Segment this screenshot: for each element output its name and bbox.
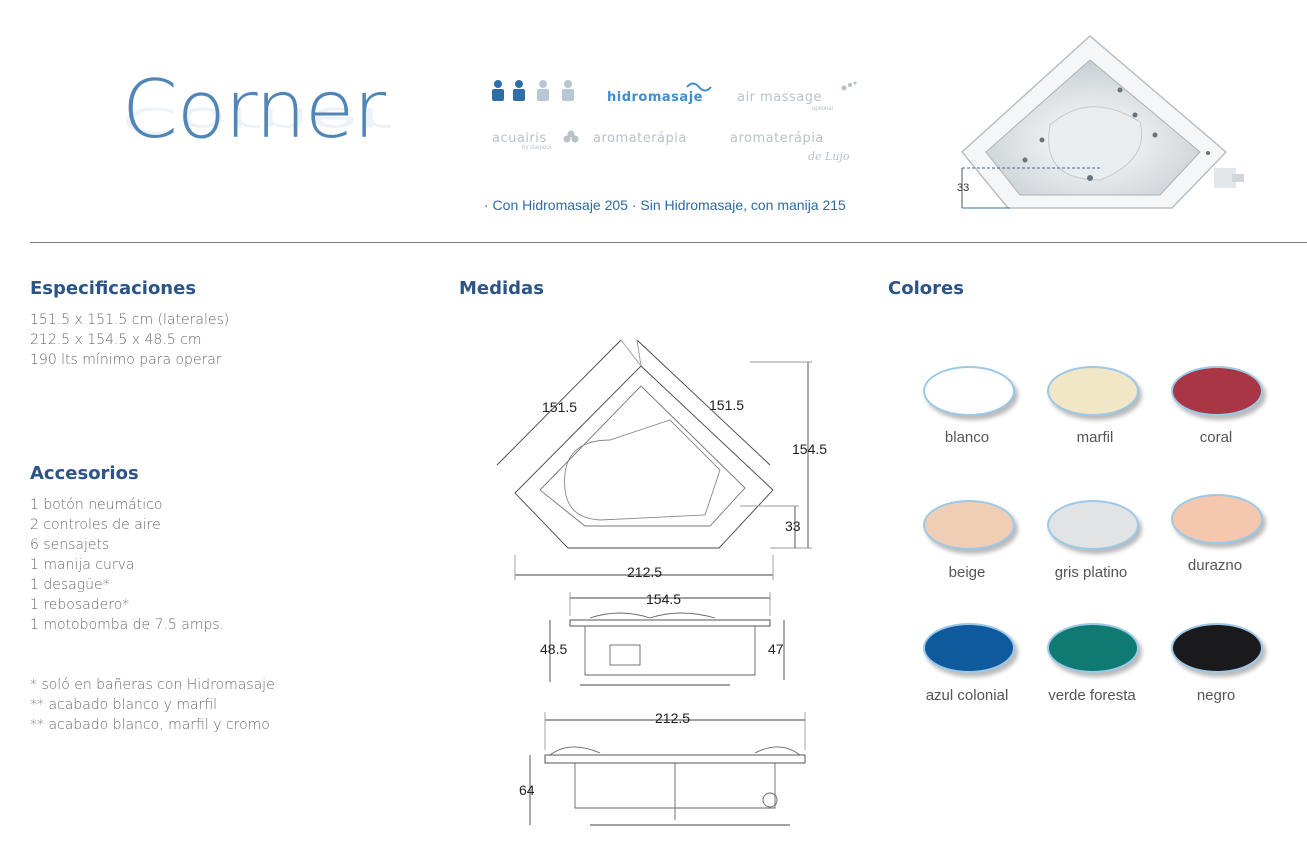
color-swatch-blanco — [923, 366, 1015, 416]
dim-top-left: 151.5 — [542, 399, 577, 415]
color-swatch-beige — [923, 500, 1015, 550]
product-title: Corner — [122, 63, 386, 156]
accessory-line: 1 manija curva — [30, 557, 135, 573]
dim-right-small: 33 — [785, 518, 801, 534]
color-label: marfil — [1076, 429, 1114, 446]
color-label: coral — [1199, 429, 1233, 446]
color-swatch-coral — [1171, 366, 1263, 416]
feature-aromaterapia: aromaterápia — [593, 131, 687, 146]
flower-icon — [563, 130, 579, 143]
spec-line: 190 lts mínimo para operar — [30, 352, 222, 368]
especificaciones-list: 151.5 x 151.5 cm (laterales) 212.5 x 154… — [30, 310, 229, 370]
dim-bottom-width: 212.5 — [627, 564, 662, 580]
dim-side-right-height: 47 — [768, 641, 784, 657]
note-line: * soló en bañeras con Hidromasaje — [30, 677, 275, 693]
bathtub-photo: 33 — [957, 35, 1244, 209]
feature-air-massage-sub: optional — [812, 106, 834, 112]
accessory-line: 1 desagüe* — [30, 577, 110, 593]
color-label: beige — [948, 564, 986, 581]
accessory-line: 1 motobomba de 7.5 amps. — [30, 617, 225, 633]
color-label: negro — [1196, 687, 1236, 704]
feature-acuairis-sub: by clarpool — [522, 145, 552, 151]
capacity-people-icon — [492, 80, 574, 101]
dim-side-left-height: 48.5 — [540, 641, 567, 657]
dimension-drawing: 151.5 151.5 154.5 33 212.5 154.5 48.5 47… — [496, 339, 827, 826]
color-label: verde foresta — [1048, 687, 1136, 704]
accesorios-heading: Accesorios — [30, 463, 139, 484]
dim-right-height: 154.5 — [792, 441, 827, 457]
note-line: ** acabado blanco y marfil — [30, 697, 218, 713]
spec-line: 212.5 x 154.5 x 48.5 cm — [30, 332, 202, 348]
dim-top-right: 151.5 — [709, 397, 744, 413]
color-label: gris platino — [1054, 564, 1128, 581]
accessory-line: 1 rebosadero* — [30, 597, 130, 613]
dim-front-width: 212.5 — [655, 710, 690, 726]
notes-list: * soló en bañeras con Hidromasaje ** aca… — [30, 675, 275, 735]
especificaciones-heading: Especificaciones — [30, 278, 197, 299]
photo-dimension: 33 — [957, 182, 969, 194]
accessory-line: 6 sensajets — [30, 537, 110, 553]
color-label: durazno — [1187, 557, 1243, 574]
feature-aromaterapia-lujo: aromaterápia — [730, 131, 824, 146]
color-label: blanco — [944, 429, 990, 446]
accessory-line: 1 botón neumático — [30, 497, 163, 513]
color-swatch-durazno — [1171, 494, 1263, 544]
medidas-heading: Medidas — [459, 278, 544, 299]
feature-air-massage: air massage — [737, 90, 822, 105]
color-swatch-negro — [1171, 623, 1263, 673]
color-swatch-marfil — [1047, 366, 1139, 416]
color-swatch-verde-foresta — [1047, 623, 1139, 673]
spec-line: 151.5 x 151.5 cm (laterales) — [30, 312, 230, 328]
accessory-line: 2 controles de aire — [30, 517, 161, 533]
feature-lujo-suffix: de Lujo — [808, 150, 850, 163]
feature-acuairis: acuairis — [492, 131, 547, 146]
dim-front-height: 64 — [519, 782, 535, 798]
feature-hidromasaje: hidromasaje — [607, 90, 703, 105]
note-line: ** acabado blanco, marfil y cromo — [30, 717, 270, 733]
color-swatch-gris-platino — [1047, 500, 1139, 550]
color-label: azul colonial — [925, 687, 1009, 704]
dim-side-width: 154.5 — [646, 591, 681, 607]
colores-heading: Colores — [888, 278, 964, 299]
product-title-reflection: Corner — [122, 99, 392, 142]
model-codes: · Con Hidromasaje 205 · Sin Hidromasaje,… — [484, 197, 846, 213]
bubbles-icon — [841, 81, 857, 91]
header-divider — [30, 242, 1307, 243]
wave-icon — [686, 82, 712, 92]
color-swatch-azul-colonial — [923, 623, 1015, 673]
accesorios-list: 1 botón neumático 2 controles de aire 6 … — [30, 495, 224, 635]
